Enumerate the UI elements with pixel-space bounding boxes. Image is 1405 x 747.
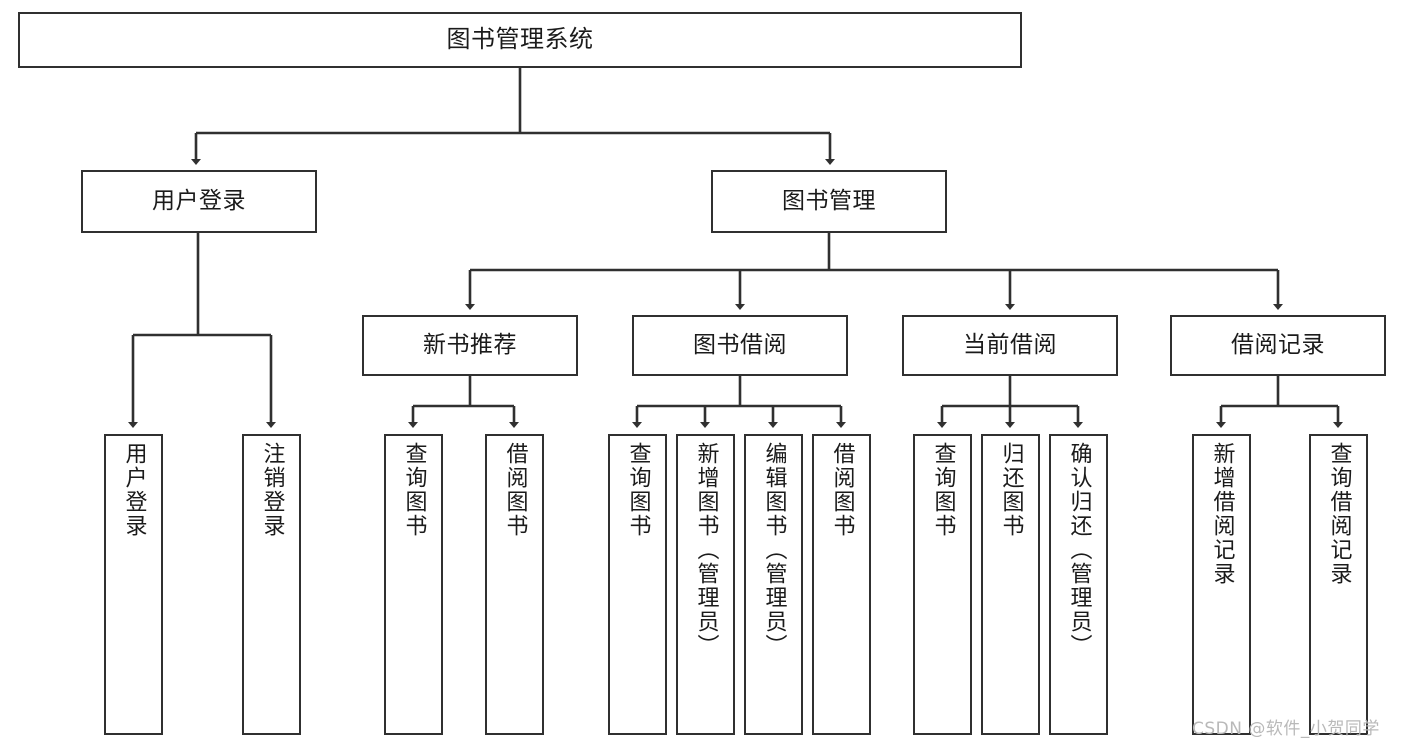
node-leaf-edit-book[interactable]: 编辑图书（管理员） [744, 434, 803, 735]
node-label: 图书管理 [782, 188, 876, 215]
node-label: 确认归还（管理员） [1066, 442, 1092, 658]
node-label: 查询借阅记录 [1326, 442, 1352, 586]
node-label: 查询图书 [930, 442, 956, 538]
node-current-borrow[interactable]: 当前借阅 [902, 315, 1118, 376]
node-leaf-add-book[interactable]: 新增图书（管理员） [676, 434, 735, 735]
node-leaf-logout-login[interactable]: 注销登录 [242, 434, 301, 735]
node-root-system[interactable]: 图书管理系统 [18, 12, 1022, 68]
node-leaf-borrow-book-2[interactable]: 借阅图书 [812, 434, 871, 735]
node-label: 当前借阅 [963, 332, 1057, 359]
node-user-login[interactable]: 用户登录 [81, 170, 317, 233]
node-label: 查询图书 [625, 442, 651, 538]
node-label: 图书管理系统 [446, 25, 594, 54]
node-label: 归还图书 [998, 442, 1024, 538]
node-borrow-record[interactable]: 借阅记录 [1170, 315, 1386, 376]
node-book-manage[interactable]: 图书管理 [711, 170, 947, 233]
watermark-text: CSDN @软件_小贺同学 [1192, 719, 1380, 739]
node-leaf-borrow-book-1[interactable]: 借阅图书 [485, 434, 544, 735]
node-leaf-confirm-return[interactable]: 确认归还（管理员） [1049, 434, 1108, 735]
node-label: 新增借阅记录 [1209, 442, 1235, 586]
node-leaf-query-book-3[interactable]: 查询图书 [913, 434, 972, 735]
node-label: 用户登录 [152, 188, 246, 215]
node-label: 新书推荐 [423, 332, 517, 359]
node-leaf-user-login[interactable]: 用户登录 [104, 434, 163, 735]
node-leaf-return-book[interactable]: 归还图书 [981, 434, 1040, 735]
node-label: 编辑图书（管理员） [761, 442, 787, 658]
node-leaf-query-book-2[interactable]: 查询图书 [608, 434, 667, 735]
node-label: 新增图书（管理员） [693, 442, 719, 658]
node-book-borrow[interactable]: 图书借阅 [632, 315, 848, 376]
node-label: 借阅记录 [1231, 332, 1325, 359]
node-leaf-add-record[interactable]: 新增借阅记录 [1192, 434, 1251, 735]
node-label: 注销登录 [259, 442, 285, 538]
node-leaf-query-record[interactable]: 查询借阅记录 [1309, 434, 1368, 735]
node-label: 借阅图书 [502, 442, 528, 538]
node-label: 用户登录 [121, 442, 147, 538]
node-leaf-query-book-1[interactable]: 查询图书 [384, 434, 443, 735]
node-label: 借阅图书 [829, 442, 855, 538]
node-new-book-rec[interactable]: 新书推荐 [362, 315, 578, 376]
node-label: 图书借阅 [693, 332, 787, 359]
node-label: 查询图书 [401, 442, 427, 538]
